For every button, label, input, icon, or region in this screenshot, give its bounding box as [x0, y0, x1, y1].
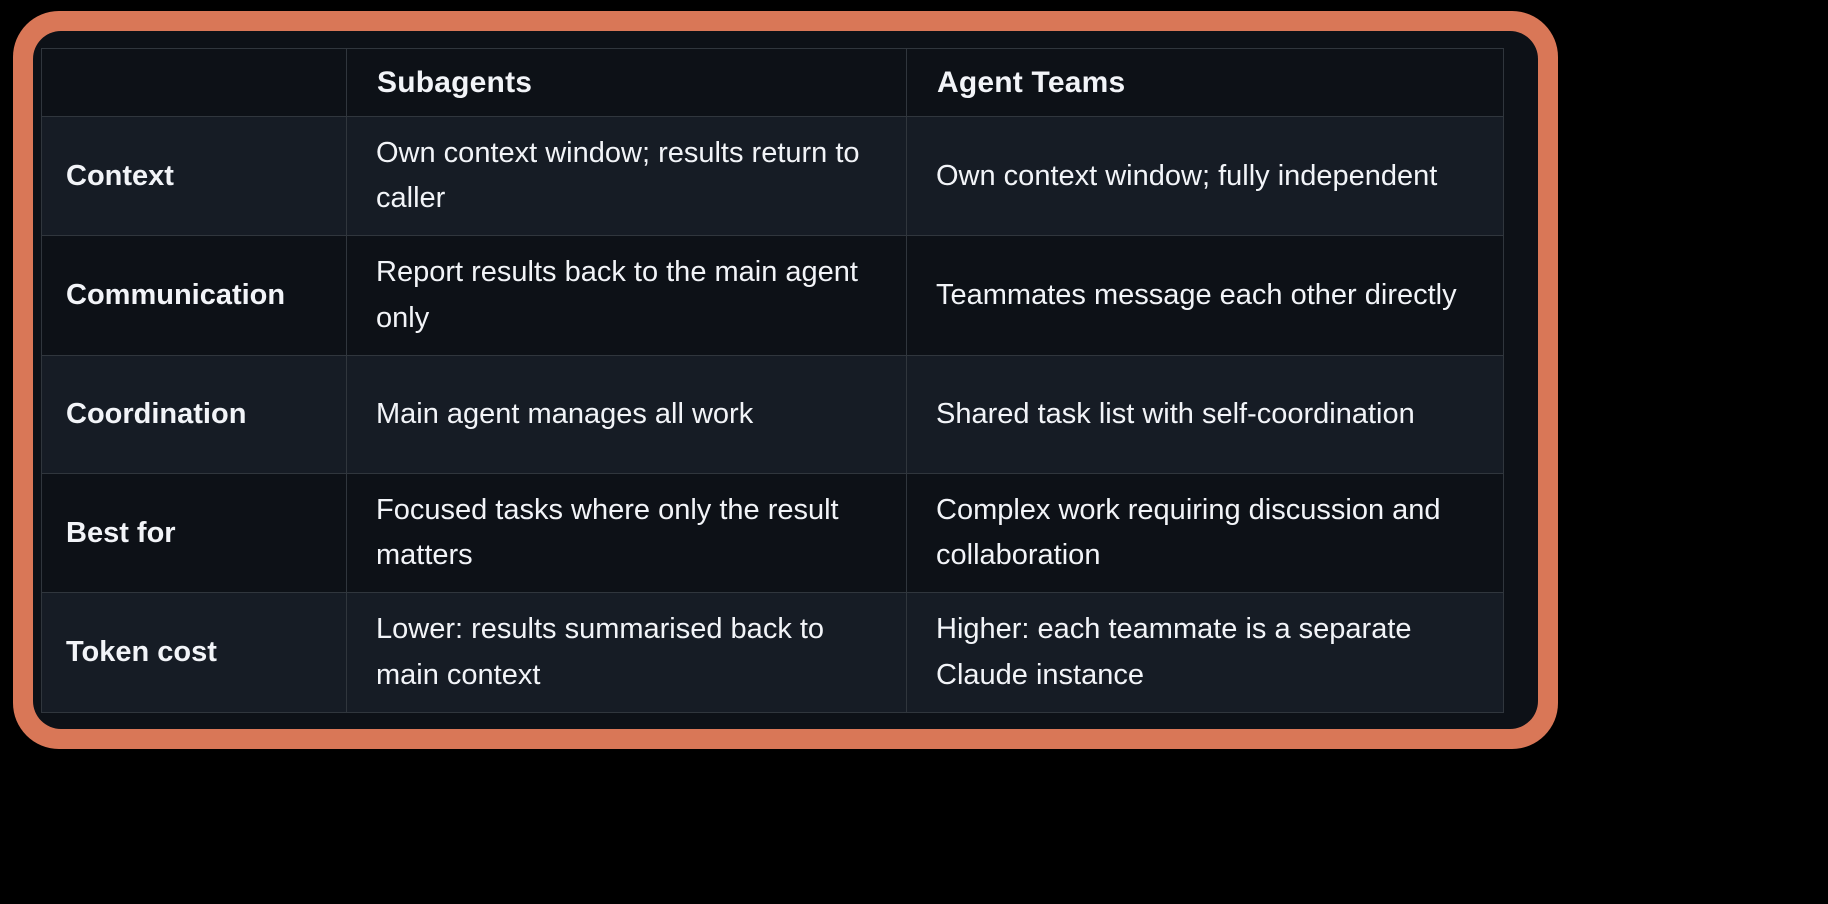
table-row: Coordination Main agent manages all work… [41, 354, 1504, 474]
row-label-context: Context [41, 115, 347, 237]
coral-frame: Subagents Agent Teams Context Own contex… [13, 11, 1558, 749]
comparison-table: Subagents Agent Teams Context Own contex… [41, 48, 1504, 713]
table-row: Context Own context window; results retu… [41, 115, 1504, 237]
cell-communication-agent-teams: Teammates message each other directly [906, 235, 1504, 356]
cell-best-for-subagents: Focused tasks where only the result matt… [346, 472, 907, 594]
table-row: Communication Report results back to the… [41, 235, 1504, 356]
table-row: Token cost Lower: results summarised bac… [41, 592, 1504, 713]
header-row: Subagents Agent Teams [41, 48, 1504, 117]
cell-coordination-agent-teams: Shared task list with self-coordination [906, 354, 1504, 474]
row-label-communication: Communication [41, 235, 347, 356]
cell-coordination-subagents: Main agent manages all work [346, 354, 907, 474]
cell-communication-subagents: Report results back to the main agent on… [346, 235, 907, 356]
column-header-agent-teams: Agent Teams [906, 48, 1504, 117]
table-header: Subagents Agent Teams [41, 48, 1504, 117]
row-label-best-for: Best for [41, 472, 347, 594]
cell-context-agent-teams: Own context window; fully independent [906, 115, 1504, 237]
cell-best-for-agent-teams: Complex work requiring discussion and co… [906, 472, 1504, 594]
table-body: Context Own context window; results retu… [41, 115, 1504, 713]
row-label-coordination: Coordination [41, 354, 347, 474]
table-row: Best for Focused tasks where only the re… [41, 472, 1504, 594]
column-header-attribute [41, 48, 347, 117]
cell-context-subagents: Own context window; results return to ca… [346, 115, 907, 237]
cell-token-cost-subagents: Lower: results summarised back to main c… [346, 592, 907, 713]
column-header-subagents: Subagents [346, 48, 907, 117]
cell-token-cost-agent-teams: Higher: each teammate is a separate Clau… [906, 592, 1504, 713]
row-label-token-cost: Token cost [41, 592, 347, 713]
frame-inner-surface: Subagents Agent Teams Context Own contex… [33, 31, 1538, 729]
table-viewport[interactable]: Subagents Agent Teams Context Own contex… [33, 31, 1538, 729]
